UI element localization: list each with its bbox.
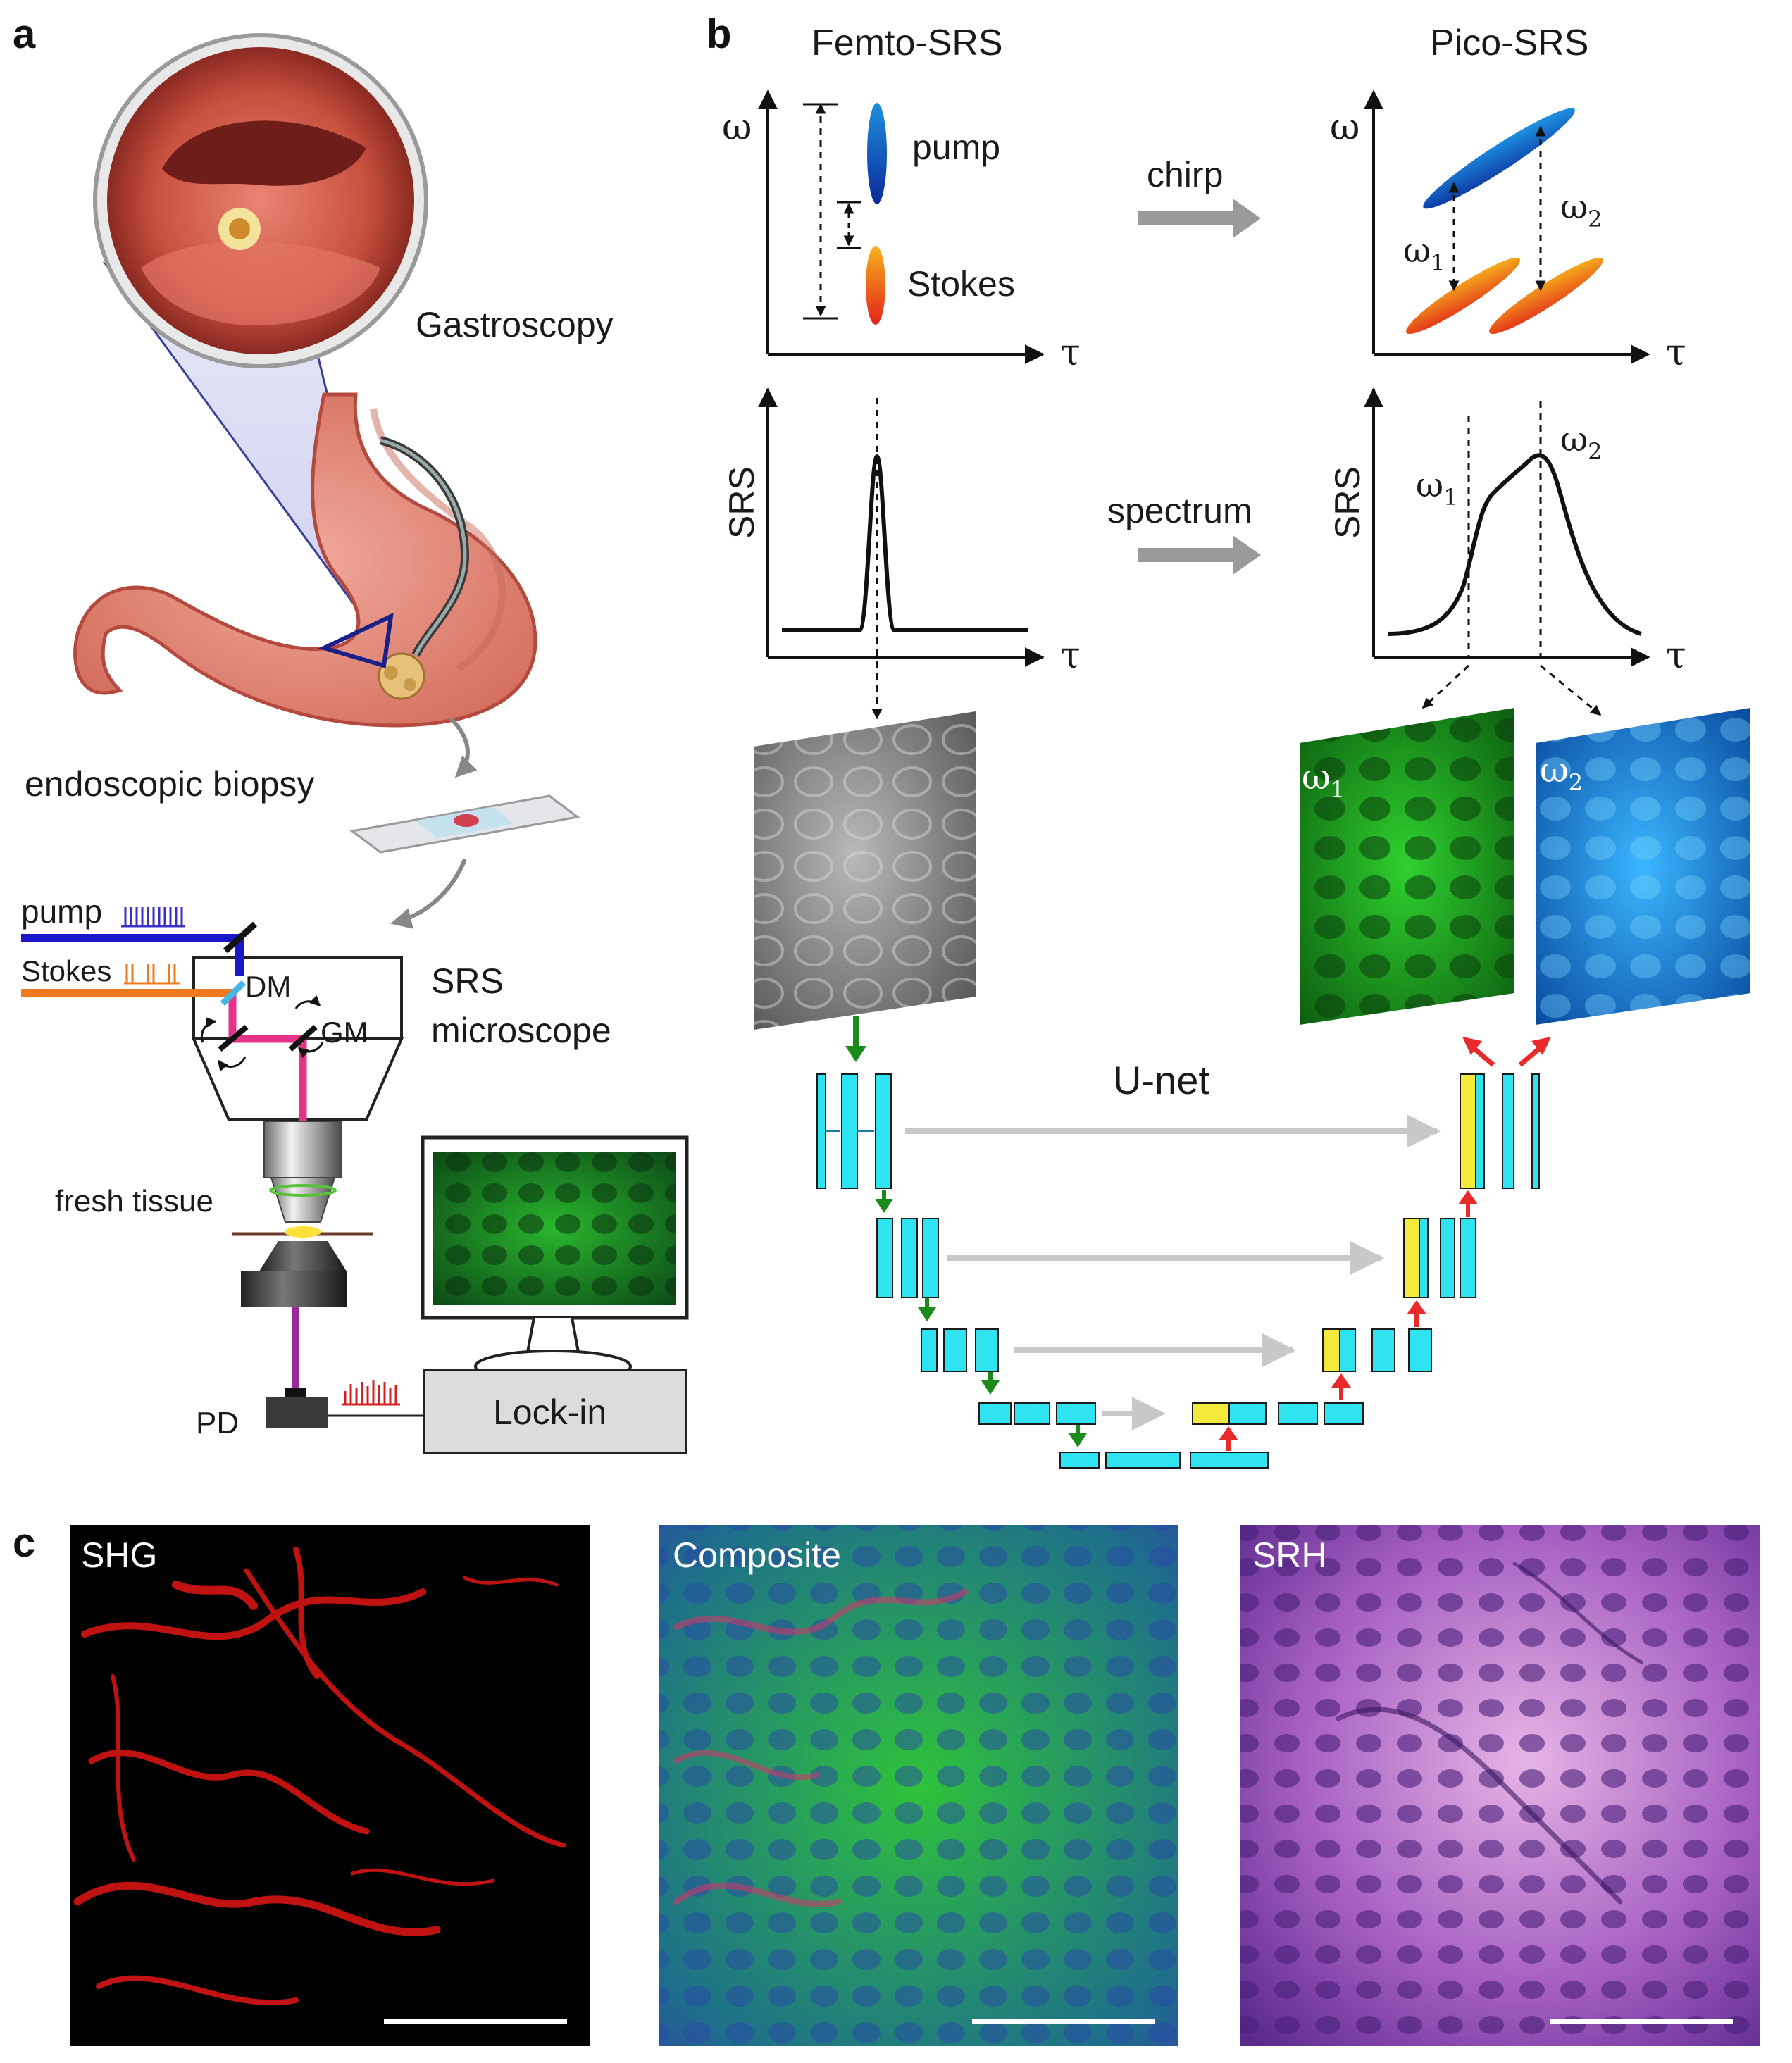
chirp-arrow xyxy=(1138,199,1261,238)
pico-stokes-pulse-2 xyxy=(1489,258,1603,334)
pico-srs-curve xyxy=(1387,453,1642,636)
spectrum-arrow xyxy=(1138,535,1261,575)
panel-c: SHG Composite SRH xyxy=(70,1525,1760,2046)
dichroic-mirror xyxy=(220,980,247,1006)
signal-pulse-train xyxy=(342,1380,400,1406)
omega1-image-label: ω1 xyxy=(1302,756,1345,803)
lock-in-amplifier xyxy=(423,1369,687,1454)
microscope-label-1: SRS xyxy=(431,961,504,1001)
lockin-label: Lock-in xyxy=(493,1392,606,1432)
pico-srs-axis: SRS xyxy=(1328,466,1367,539)
pico-pump-pulse xyxy=(1423,108,1575,209)
femto-pulse-plot: ω τ pump Stokes xyxy=(722,89,1081,374)
microscope-label-2: microscope xyxy=(431,1011,611,1050)
femto-stokes-pulse xyxy=(866,246,885,325)
stomach-illustration xyxy=(73,392,537,728)
panel-letter-b: b xyxy=(707,11,731,57)
objective-lens xyxy=(263,1121,342,1223)
pico-omega1: ω1 xyxy=(1403,231,1445,276)
pico-srs-tau-axis: τ xyxy=(1666,635,1686,677)
pico-omega2: ω2 xyxy=(1560,187,1603,232)
femto-omega-axis: ω xyxy=(722,106,752,149)
srh-label: SRH xyxy=(1252,1535,1327,1575)
femto-srs-curve xyxy=(782,454,1028,632)
arrow-to-slide xyxy=(449,716,478,778)
shg-label: SHG xyxy=(81,1535,157,1575)
femto-srs-image xyxy=(754,711,976,1030)
omega1-image: ω1 xyxy=(1300,708,1514,1025)
stokes-beam-label: Stokes xyxy=(21,954,111,987)
femto-tau-axis: τ xyxy=(1060,332,1081,374)
condenser xyxy=(241,1241,347,1307)
pico-srs-omega1: ω1 xyxy=(1416,466,1458,511)
composite-label: Composite xyxy=(673,1535,841,1575)
pico-title: Pico-SRS xyxy=(1430,23,1588,63)
pd-label: PD xyxy=(196,1406,239,1440)
fresh-tissue-label: fresh tissue xyxy=(55,1184,213,1219)
pump-beam-label: pump xyxy=(21,893,102,930)
biopsy-label: endoscopic biopsy xyxy=(25,764,314,804)
arrow-to-microscope xyxy=(390,858,467,929)
panel-b: Femto-SRS Pico-SRS ω τ pump Stokes chirp xyxy=(722,23,1750,1469)
combined-beam xyxy=(228,993,307,1127)
femto-stokes-label: Stokes xyxy=(907,264,1015,304)
panel-letter-a: a xyxy=(13,11,36,57)
srs-microscope: DM GM xyxy=(21,921,404,1127)
photodiode xyxy=(266,1388,328,1428)
femto-title: Femto-SRS xyxy=(811,23,1003,63)
omega2-image: ω2 xyxy=(1536,708,1750,1025)
gastroscopy-label: Gastroscopy xyxy=(416,305,614,344)
pump-pulse-train xyxy=(121,907,185,928)
femto-pump-pulse xyxy=(867,103,887,204)
shg-image: SHG xyxy=(70,1525,590,2046)
composite-image: Composite xyxy=(659,1525,1178,2046)
glass-slide xyxy=(349,794,580,854)
gm-label: GM xyxy=(321,1016,368,1049)
unet-diagram: U-net xyxy=(816,1016,1551,1469)
pico-pulse-plot: ω τ ω1 ω2 xyxy=(1330,89,1686,374)
omega2-image-label: ω2 xyxy=(1540,749,1583,796)
monitor xyxy=(421,1135,689,1383)
panel-letter-c: c xyxy=(13,1520,35,1566)
femto-srs-tau-axis: τ xyxy=(1060,635,1081,677)
spectrum-label: spectrum xyxy=(1107,491,1252,530)
pico-omega-axis: ω xyxy=(1330,106,1359,149)
chirp-label: chirp xyxy=(1147,155,1223,194)
femto-pump-label: pump xyxy=(912,127,1000,167)
srh-image: SRH xyxy=(1240,1525,1760,2046)
pico-srs-omega2: ω2 xyxy=(1560,420,1603,465)
pico-tau-axis: τ xyxy=(1666,332,1686,374)
femto-srs-plot: SRS τ xyxy=(722,387,1081,720)
tissue-sample xyxy=(285,1226,321,1238)
unet-label: U-net xyxy=(1113,1058,1209,1102)
pico-stokes-pulse-1 xyxy=(1406,258,1520,334)
gastroscopy-view xyxy=(93,33,428,368)
stokes-pulse-train xyxy=(124,964,180,985)
dm-label: DM xyxy=(245,970,291,1003)
femto-srs-axis: SRS xyxy=(722,466,761,539)
pico-srs-plot: SRS τ ω1 ω2 xyxy=(1328,387,1686,716)
panel-a: Gastroscopy endoscopic biopsy xyxy=(21,33,689,1454)
